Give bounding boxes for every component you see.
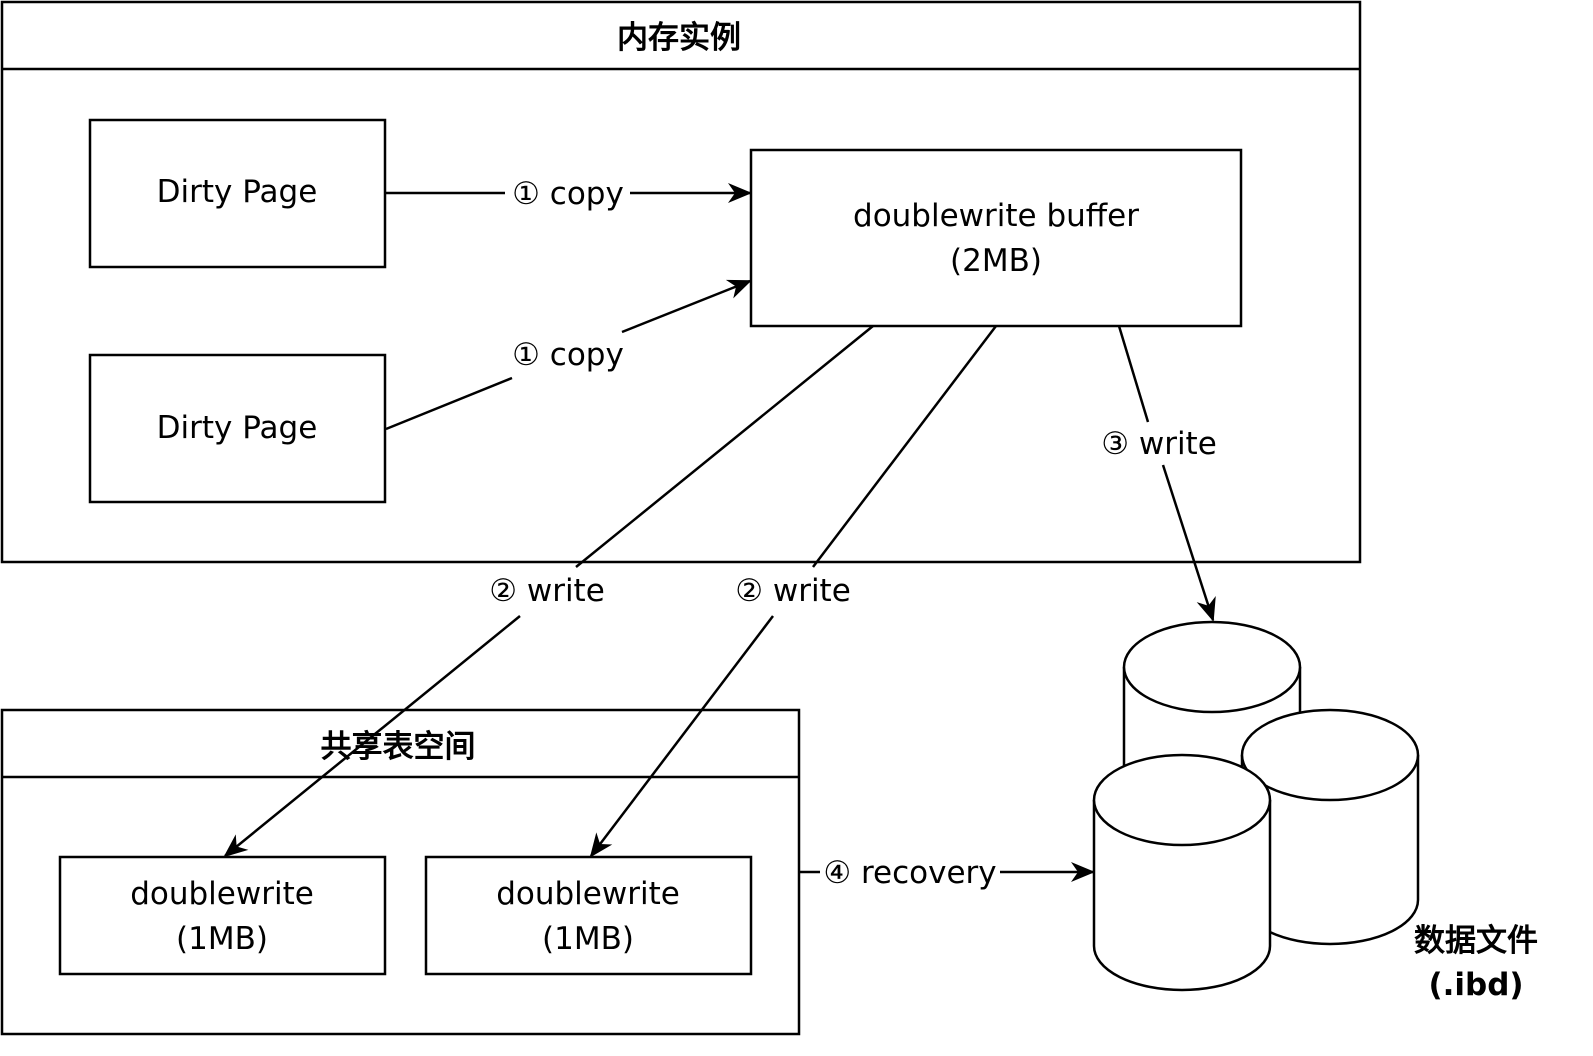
edge-write-2a-label: ② write [489, 573, 605, 609]
dirty-page-2: Dirty Page [88, 353, 387, 504]
doublewrite-block-2-line2: (1MB) [542, 921, 634, 957]
edge-copy-1: ① copy [386, 176, 752, 212]
edge-write-3: ③ write [1101, 325, 1217, 622]
dirty-page-1: Dirty Page [88, 118, 387, 269]
edge-write-2b-label: ② write [735, 573, 851, 609]
doublewrite-block-2: doublewrite (1MB) [424, 855, 753, 976]
cylinder-front [1092, 753, 1272, 992]
edge-write-2a: ② write [223, 325, 874, 858]
data-files-label-line1: 数据文件 [1414, 923, 1538, 959]
edge-copy-2: ① copy [385, 279, 752, 431]
doublewrite-block-2-line1: doublewrite [496, 876, 680, 912]
edge-recovery-4-label: ④ recovery [823, 855, 996, 891]
shared-tablespace-title: 共享表空间 [321, 729, 476, 765]
doublewrite-buffer-line1: doublewrite buffer [853, 198, 1139, 234]
doublewrite-buffer: doublewrite buffer (2MB) [749, 148, 1243, 328]
memory-instance-title: 内存实例 [617, 20, 741, 56]
edge-write-2b: ② write [589, 325, 997, 858]
data-files-label-line2: (.ibd) [1428, 967, 1523, 1003]
dirty-page-2-label: Dirty Page [157, 410, 318, 446]
edge-recovery-4: ④ recovery [800, 855, 1095, 891]
data-files-cylinders: 数据文件 (.ibd) [1092, 620, 1538, 1003]
edge-copy-2-label: ① copy [512, 337, 624, 373]
cylinder-right [1240, 708, 1420, 946]
edge-copy-1-label: ① copy [512, 176, 624, 212]
doublewrite-block-1: doublewrite (1MB) [58, 855, 387, 976]
dirty-page-1-label: Dirty Page [157, 174, 318, 210]
doublewrite-block-1-line1: doublewrite [130, 876, 314, 912]
edge-write-3-label: ③ write [1101, 426, 1217, 462]
doublewrite-buffer-line2: (2MB) [950, 243, 1042, 279]
doublewrite-block-1-line2: (1MB) [176, 921, 268, 957]
